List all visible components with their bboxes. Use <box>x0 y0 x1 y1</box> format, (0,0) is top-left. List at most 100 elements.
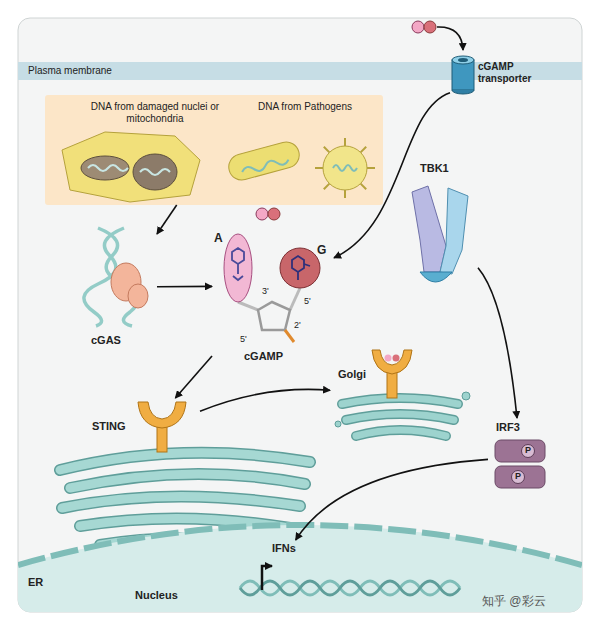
cell-frame <box>18 18 582 612</box>
extracellular-cgamp <box>412 21 424 33</box>
tbk1-kinase <box>440 188 468 274</box>
tbk1-kinase <box>412 186 446 272</box>
arrow-connector <box>175 356 212 398</box>
dna-source-panel <box>361 147 367 153</box>
cgamp-structure <box>238 302 258 310</box>
golgi-stack <box>346 414 454 420</box>
node-label: cGAS <box>91 334 121 347</box>
cgamp-structure <box>224 208 320 342</box>
tbk1-kinase: TBK1 <box>408 162 478 290</box>
node-label: IRF3 <box>496 421 520 434</box>
sting-protein: STING <box>88 398 200 470</box>
tbk1-kinase <box>412 186 468 282</box>
er-membrane <box>62 496 300 508</box>
er-membrane <box>60 453 310 470</box>
er-membrane <box>70 474 305 488</box>
transporter-channel <box>458 58 468 62</box>
arrow-connector <box>157 205 177 234</box>
phospho-label: P <box>525 445 531 455</box>
cgamp-structure <box>290 288 300 310</box>
sting-protein <box>157 426 167 452</box>
dna-source-panel <box>333 165 357 171</box>
golgi-stack <box>385 355 392 362</box>
dna-source-panel <box>62 132 200 202</box>
dna-source-panel: DNA from damaged nuclei or mitochondria D… <box>45 95 383 205</box>
dna-source-panel <box>133 154 177 190</box>
dna-helix <box>240 566 460 595</box>
dna-helix <box>240 581 460 595</box>
cgas-dna <box>84 228 148 326</box>
golgi-stack <box>372 350 412 374</box>
extracellular-cgamp <box>424 21 436 33</box>
golgi-stack <box>462 392 470 400</box>
cgamp-structure <box>285 330 294 342</box>
node-label: cGAMP <box>244 350 283 363</box>
er-membrane <box>70 474 305 488</box>
node-label: Nucleus <box>135 589 178 602</box>
arrow-connector <box>296 459 488 540</box>
atom-label: G <box>317 244 326 258</box>
irf3-dimer <box>495 440 545 462</box>
cgamp-structure <box>258 302 290 330</box>
cell-frame <box>18 18 582 612</box>
extracellular-cgamp <box>437 27 463 50</box>
dna-source-panel <box>241 156 289 175</box>
node-label: STING <box>92 420 126 433</box>
extracellular-cgamp <box>412 21 463 50</box>
cgamp-structure <box>268 208 280 220</box>
golgi-stack <box>342 398 458 404</box>
nucleus <box>18 525 582 612</box>
irf3-dimer: IRF3 <box>488 418 554 496</box>
golgi-sting: Golgi <box>330 340 470 452</box>
arrow-connector <box>334 93 450 258</box>
golgi-stack <box>356 430 446 436</box>
arrow-connector <box>478 268 517 418</box>
transporter-channel: cGAMP transporter <box>450 56 546 96</box>
position-label: 3' <box>262 286 269 296</box>
position-label: 5' <box>304 296 311 306</box>
position-label: 2' <box>294 320 301 330</box>
dna-source-panel <box>140 169 170 175</box>
dna-source-panel <box>324 184 330 190</box>
watermark: 知乎 @彩云 <box>482 595 546 609</box>
dna-source-panel <box>324 147 330 153</box>
arrow-connector <box>157 286 212 288</box>
cgas-dna <box>128 284 148 308</box>
node-label: DNA from damaged nuclei or mitochondria <box>85 101 225 125</box>
node-label: IFNs <box>272 542 296 555</box>
dna-source-panel <box>344 190 346 198</box>
node-label: cGAMP transporter <box>478 61 544 85</box>
dna-source-panel <box>344 138 346 146</box>
transporter-channel <box>452 56 474 64</box>
golgi-stack <box>346 414 454 420</box>
golgi-stack <box>387 372 397 398</box>
sting-protein <box>138 402 186 452</box>
node-label: Golgi <box>338 368 366 381</box>
dna-source-panel <box>81 156 129 180</box>
tbk1-kinase <box>420 272 452 282</box>
er-membrane <box>62 496 300 508</box>
irf3-dimer <box>495 440 545 488</box>
irf3-dimer <box>512 471 525 484</box>
ifn-gene: IFNs <box>268 540 312 558</box>
dna-source-panel <box>45 95 383 205</box>
transporter-channel <box>452 56 474 94</box>
node-label: Plasma membrane <box>28 65 112 77</box>
cgamp-structure <box>280 248 320 288</box>
dna-source-panel <box>315 167 323 169</box>
cgamp-structure <box>224 234 252 302</box>
node-label: DNA from Pathogens <box>245 101 365 113</box>
golgi-stack <box>335 421 341 427</box>
dna-helix <box>240 581 460 595</box>
cgamp-structure <box>256 208 268 220</box>
cgamp-structure <box>292 256 310 280</box>
dna-source-panel <box>226 139 302 183</box>
er-membrane <box>60 453 310 470</box>
cgamp-structure <box>232 248 244 280</box>
sting-protein <box>138 402 186 428</box>
node-label: ER <box>28 576 43 589</box>
dna-helix <box>262 566 272 590</box>
atom-label: A <box>214 232 223 246</box>
